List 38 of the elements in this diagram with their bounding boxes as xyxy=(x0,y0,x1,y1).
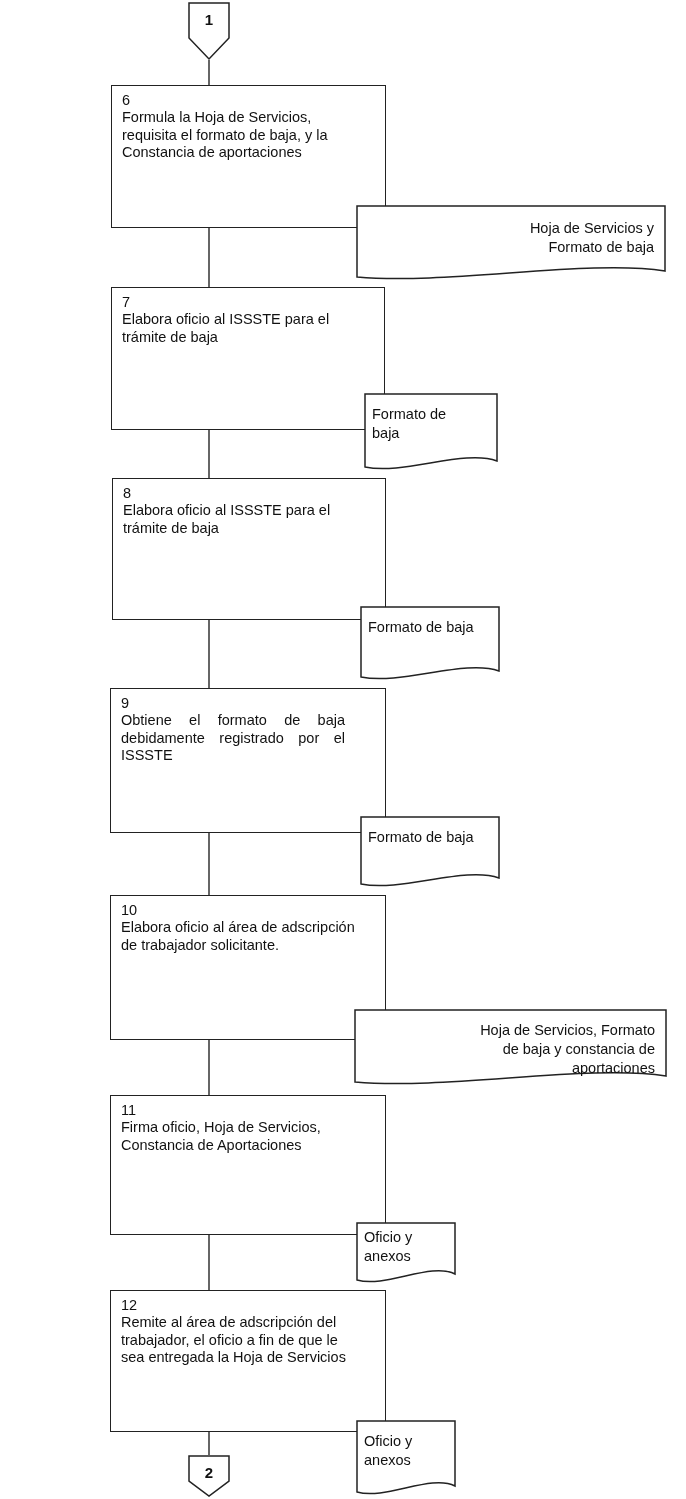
connector-line xyxy=(208,832,210,896)
document-label: Hoja de Servicios y Formato de baja xyxy=(528,219,654,257)
off-page-connector xyxy=(188,2,230,60)
step-number: 7 xyxy=(122,294,131,312)
step-text: Formula la Hoja de Servicios, requisita el formato de baja, y la Constancia de aportaciones xyxy=(122,109,329,162)
step-number: 10 xyxy=(121,902,138,920)
document-label: Formato de baja xyxy=(368,828,475,847)
step-number: 12 xyxy=(121,1297,138,1315)
document-label: Oficio y anexos xyxy=(364,1432,414,1470)
process-box xyxy=(110,688,386,833)
connector-line xyxy=(208,619,210,689)
connector-line xyxy=(208,227,210,288)
step-text: Elabora oficio al área de adscripción de trabajador solicitante. xyxy=(121,919,355,955)
step-number: 11 xyxy=(121,1102,137,1120)
step-text: Obtiene el formato de baja debidamente registrado por el ISSSTE xyxy=(121,712,345,765)
step-text: Elabora oficio al ISSSTE para el trámite de baja xyxy=(123,502,332,538)
connector-number: 1 xyxy=(203,11,215,28)
step-number: 6 xyxy=(122,92,131,110)
connector-line xyxy=(208,1039,210,1096)
connector-line xyxy=(208,429,210,479)
connector-line xyxy=(208,1431,210,1456)
process-box xyxy=(110,1290,386,1432)
process-box xyxy=(111,85,386,228)
connector-number: 2 xyxy=(203,1464,215,1481)
step-text: Firma oficio, Hoja de Servicios, Constancia de Aportaciones xyxy=(121,1119,322,1155)
process-box xyxy=(110,895,386,1040)
step-text: Remite al área de adscripción del trabajador, el oficio a fin de que le sea entregada la Hoja de Servicios xyxy=(121,1314,347,1367)
step-number: 8 xyxy=(123,485,132,503)
document-label: Formato de baja xyxy=(372,405,448,443)
document-label: Oficio y anexos xyxy=(364,1228,414,1266)
step-text: Elabora oficio al ISSSTE para el trámite de baja xyxy=(122,311,331,347)
off-page-connector xyxy=(188,1455,230,1497)
document-label: Formato de baja xyxy=(368,618,475,637)
document-label: Hoja de Servicios, Formato de baja y constancia de aportaciones xyxy=(479,1021,655,1078)
process-box xyxy=(112,478,386,620)
step-number: 9 xyxy=(121,695,130,713)
connector-line xyxy=(208,1234,210,1291)
connector-line xyxy=(208,59,210,86)
